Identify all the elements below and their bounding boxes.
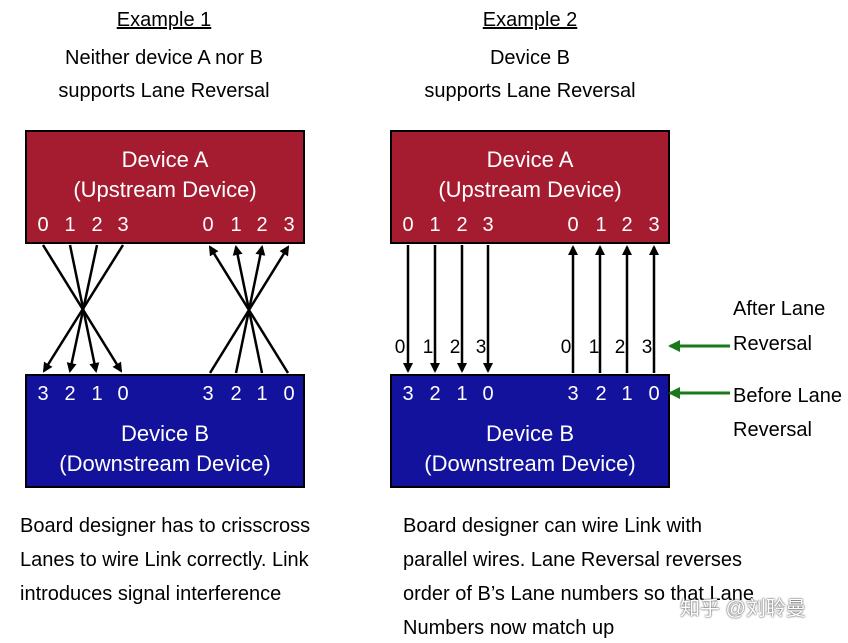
after-reversal-label-line1: After Lane bbox=[733, 298, 826, 320]
example2-a-lane: 1 bbox=[429, 214, 441, 236]
example1-device-b-name: Device B bbox=[120, 421, 210, 446]
example2-b-lane: 2 bbox=[429, 383, 441, 405]
example2-a-lane: 3 bbox=[648, 214, 660, 236]
example2-reversed-lane: 2 bbox=[449, 337, 461, 358]
example1-b-lane: 2 bbox=[230, 383, 242, 405]
before-reversal-label-line2: Reversal bbox=[733, 419, 812, 441]
example2-b-lane: 1 bbox=[456, 383, 468, 405]
example1-caption-line2: Lanes to wire Link correctly. Link bbox=[20, 549, 309, 571]
example1-b-lane: 3 bbox=[202, 383, 214, 405]
example2-subtitle-line2: supports Lane Reversal bbox=[424, 80, 636, 102]
example2-b-lane: 3 bbox=[567, 383, 579, 405]
example1-title: Example 1 bbox=[116, 9, 212, 31]
example1-a-lane: 1 bbox=[64, 214, 76, 236]
example1-subtitle-line1: Neither device A nor B bbox=[65, 47, 263, 69]
example2-caption-line1: Board designer can wire Link with bbox=[403, 515, 703, 537]
example2-reversed-lane: 3 bbox=[475, 337, 487, 358]
example1-b-lane: 1 bbox=[256, 383, 268, 405]
after-reversal-label-line2: Reversal bbox=[733, 333, 812, 355]
example2-device-a-box: Device A (Upstream Device) bbox=[390, 130, 670, 244]
example1-b-lane: 1 bbox=[91, 383, 103, 405]
example2-caption-line3: order of B’s Lane numbers so that Lane bbox=[403, 583, 754, 605]
example2-b-lane: 0 bbox=[648, 383, 660, 405]
example2-a-lane: 1 bbox=[595, 214, 607, 236]
example2-a-lane: 2 bbox=[621, 214, 633, 236]
example1-device-b-box: Device B (Downstream Device) bbox=[25, 374, 305, 488]
example1-device-a-name: Device A bbox=[121, 147, 209, 172]
example2-a-lane: 0 bbox=[402, 214, 414, 236]
example1-a-lane: 0 bbox=[37, 214, 49, 236]
example2-device-a-name: Device A bbox=[486, 147, 574, 172]
example2-b-lane: 3 bbox=[402, 383, 414, 405]
example1-a-lane: 2 bbox=[256, 214, 268, 236]
example1-a-lane: 0 bbox=[202, 214, 214, 236]
example1-crisscross-wire bbox=[208, 245, 290, 374]
example1-device-a-box: Device A (Upstream Device) bbox=[25, 130, 305, 244]
example2-a-lane: 0 bbox=[567, 214, 579, 236]
example1-caption-line1: Board designer has to crisscross bbox=[20, 515, 311, 537]
example2-title: Example 2 bbox=[482, 9, 578, 31]
example1-a-lane: 1 bbox=[230, 214, 242, 236]
before-reversal-label-line1: Before Lane bbox=[733, 385, 842, 407]
example2-reversed-lane: 2 bbox=[614, 337, 626, 358]
example2-reversed-lane: 1 bbox=[588, 337, 600, 358]
example1-b-lane: 2 bbox=[64, 383, 76, 405]
example2-subtitle-line1: Device B bbox=[489, 47, 571, 69]
example2-reversed-lane: 1 bbox=[422, 337, 434, 358]
example1-b-lane: 0 bbox=[117, 383, 129, 405]
example2-b-lane: 1 bbox=[621, 383, 633, 405]
example1-device-a-role: (Upstream Device) bbox=[73, 177, 257, 202]
example1-a-lane: 3 bbox=[117, 214, 129, 236]
example2-a-lane: 2 bbox=[456, 214, 468, 236]
example2-b-lane: 0 bbox=[482, 383, 494, 405]
example2-b-lane: 2 bbox=[595, 383, 607, 405]
example2-device-b-role: (Downstream Device) bbox=[424, 451, 636, 476]
watermark: 知乎 @刘聆曼 bbox=[680, 598, 806, 620]
example1-subtitle-line2: supports Lane Reversal bbox=[58, 80, 270, 102]
example2-caption-line4: Numbers now match up bbox=[403, 617, 615, 639]
example1-device-b-role: (Downstream Device) bbox=[59, 451, 271, 476]
example2-a-lane: 3 bbox=[482, 214, 494, 236]
example1-a-lane: 2 bbox=[91, 214, 103, 236]
example2-device-a-role: (Upstream Device) bbox=[438, 177, 622, 202]
example1-crisscross-wire bbox=[42, 244, 125, 373]
example2-device-b-name: Device B bbox=[485, 421, 575, 446]
example2-reversed-lane: 0 bbox=[560, 337, 572, 358]
example1-b-lane: 3 bbox=[37, 383, 49, 405]
example2-reversed-lane: 3 bbox=[641, 337, 653, 358]
example2-reversed-lane: 0 bbox=[394, 337, 406, 358]
example2-device-b-box: Device B (Downstream Device) bbox=[390, 374, 670, 488]
example1-a-lane: 3 bbox=[283, 214, 295, 236]
example1-caption-line3: introduces signal interference bbox=[20, 583, 282, 605]
example2-caption-line2: parallel wires. Lane Reversal reverses bbox=[403, 549, 743, 571]
example1-b-lane: 0 bbox=[283, 383, 295, 405]
